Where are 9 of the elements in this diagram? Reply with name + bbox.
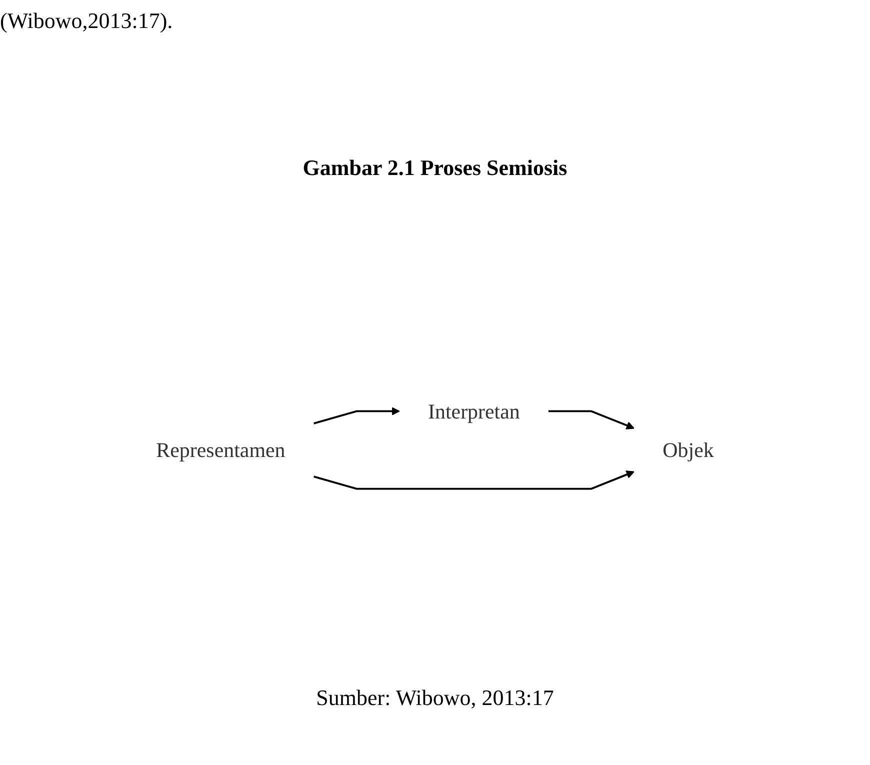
text-note: (Wibowo,2013:17). bbox=[0, 8, 173, 34]
arrow bbox=[314, 470, 634, 490]
figure-caption: Sumber: Wibowo, 2013:17 bbox=[315, 685, 555, 711]
node-text: Interpretan bbox=[428, 399, 520, 424]
node-text: Representamen bbox=[156, 438, 286, 462]
arrow bbox=[548, 410, 634, 430]
figure-title: Gambar 2.1 Proses Semiosis bbox=[302, 155, 568, 181]
node-text: Objek bbox=[662, 438, 714, 462]
arrow bbox=[314, 407, 400, 424]
